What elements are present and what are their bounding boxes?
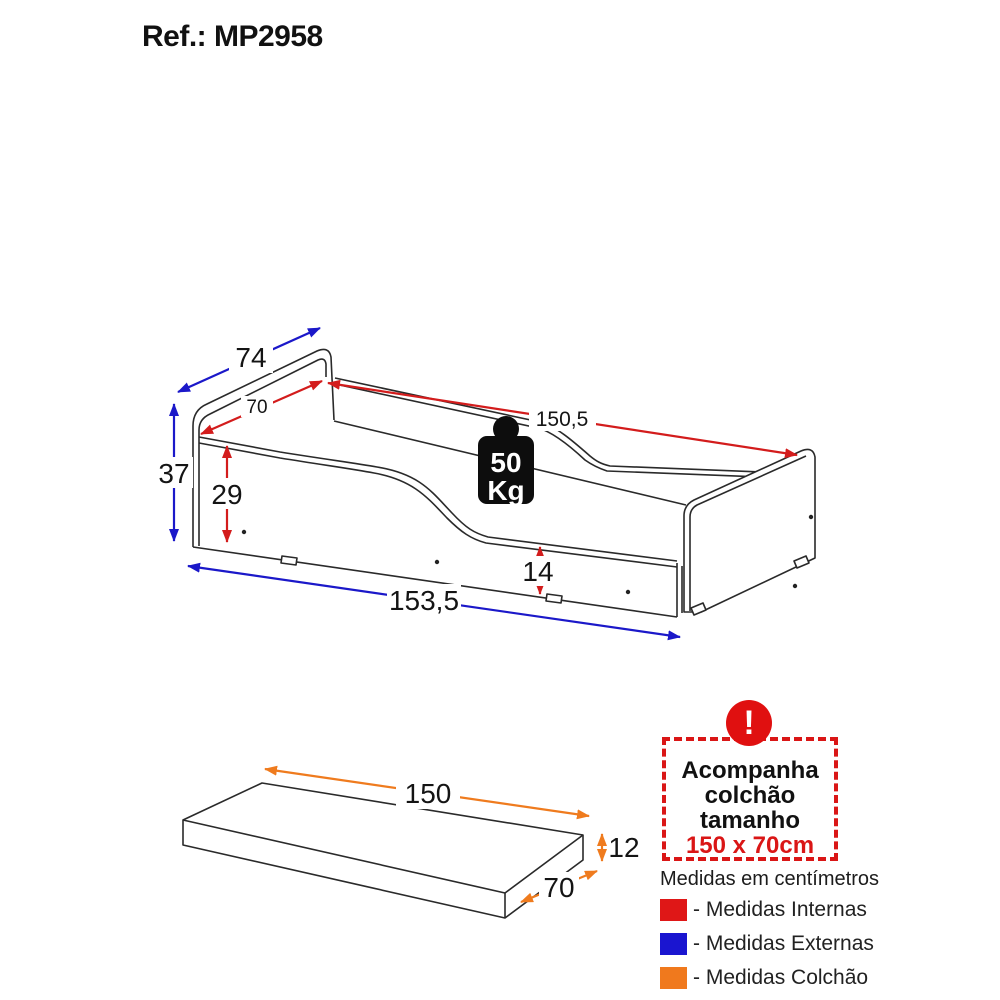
dim-label: 74 xyxy=(235,342,266,373)
dim-bed-height-external: 37 xyxy=(155,403,193,542)
foot xyxy=(690,602,707,616)
footboard-inner-edges xyxy=(689,455,807,611)
screw-hole xyxy=(792,583,798,589)
dim-label-bg xyxy=(208,478,246,509)
dim-bed-length-internal: 150,5 xyxy=(327,379,798,459)
screw-hole xyxy=(434,559,440,565)
legend-item-mattress: - Medidas Colchão xyxy=(660,966,920,989)
dim-label-bg xyxy=(229,341,273,373)
page-title: Ref.: MP2958 xyxy=(142,20,323,53)
dim-mattress-width: 70 xyxy=(520,869,598,904)
front-rail xyxy=(198,436,678,568)
foot xyxy=(280,555,298,566)
foot xyxy=(545,593,563,604)
dim-bed-base-height: 14 xyxy=(519,546,557,595)
dim-label: 70 xyxy=(543,872,574,903)
dim-label: 70 xyxy=(246,397,267,418)
notice-line-3: tamanho xyxy=(699,807,800,834)
dim-label-bg xyxy=(539,872,579,902)
dim-bed-length-external: 153,5 xyxy=(187,562,681,641)
red-swatch-icon xyxy=(660,899,687,921)
footboard xyxy=(683,448,816,613)
weight-unit: Kg xyxy=(487,475,524,506)
dim-label-bg xyxy=(155,457,193,488)
notice-line-2: colchão xyxy=(704,782,796,809)
dim-mattress-height: 12 xyxy=(597,832,640,863)
dim-bed-depth-external: 74 xyxy=(177,326,321,394)
front-rail-top-edge xyxy=(198,436,678,562)
legend-label: - Medidas Externas xyxy=(693,932,874,955)
dimensions: 74 37 70 29 150,5 xyxy=(155,326,798,904)
dim-label-bg xyxy=(387,584,461,616)
dim-label: 14 xyxy=(522,556,553,587)
screw-hole xyxy=(625,589,631,595)
foot xyxy=(793,555,810,569)
legend-item-internal: - Medidas Internas xyxy=(660,898,920,921)
dim-label: 29 xyxy=(211,479,242,510)
screw-hole xyxy=(808,514,814,520)
weight-badge: 50 Kg xyxy=(478,416,534,506)
legend-item-external: - Medidas Externas xyxy=(660,932,920,955)
dim-label: 150,5 xyxy=(536,408,589,431)
mattress-outline xyxy=(182,782,584,919)
front-rail-thickness-edge xyxy=(198,442,678,568)
footboard-outline xyxy=(683,448,816,613)
dim-label-bg xyxy=(529,407,596,431)
legend-label: - Medidas Internas xyxy=(693,898,867,921)
legend: Medidas em centímetros - Medidas Interna… xyxy=(660,868,920,1000)
legend-label: - Medidas Colchão xyxy=(693,966,869,989)
dim-mattress-length: 150 xyxy=(264,765,590,820)
front-panel-right-edge xyxy=(676,563,683,617)
mattress-diagram xyxy=(182,782,584,919)
blue-swatch-icon xyxy=(660,933,687,955)
dim-label: 150 xyxy=(405,778,452,809)
mattress-notice-box: Acompanha colchão tamanho 150 x 70cm xyxy=(662,737,838,861)
screw-hole xyxy=(241,529,247,535)
weight-value: 50 xyxy=(490,447,521,478)
dim-bed-height-internal: 29 xyxy=(208,445,246,543)
notice-mattress-size: 150 x 70cm xyxy=(685,832,815,859)
notice-line-1: Acompanha xyxy=(681,757,819,784)
dim-label: 37 xyxy=(158,458,189,489)
dim-label-bg xyxy=(241,396,273,417)
orange-swatch-icon xyxy=(660,967,687,989)
dim-label: 12 xyxy=(608,832,639,863)
dim-label: 153,5 xyxy=(389,585,459,616)
dim-label-bg xyxy=(396,777,460,809)
dim-bed-depth-internal: 70 xyxy=(200,379,323,436)
exclamation-icon: ! xyxy=(726,700,772,746)
legend-header: Medidas em centímetros xyxy=(660,868,879,890)
